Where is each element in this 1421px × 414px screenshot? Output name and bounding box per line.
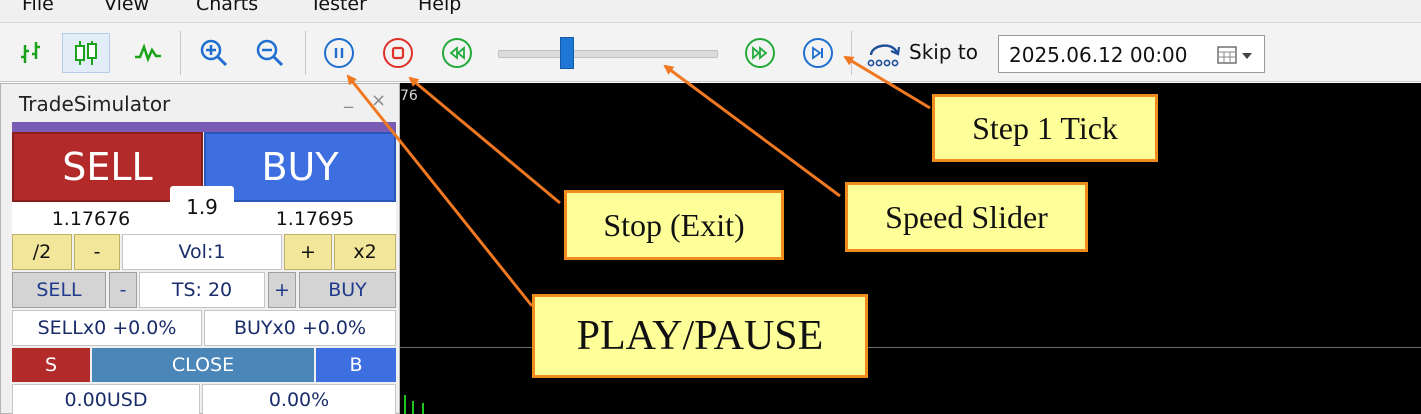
panel-title: TradeSimulator: [19, 92, 171, 116]
line-chart-icon: [135, 43, 161, 63]
callout-speed-slider: Speed Slider: [845, 182, 1088, 252]
skip-to-button[interactable]: [864, 33, 904, 73]
volume-double-button[interactable]: x2: [334, 234, 396, 270]
step-forward-icon: [803, 38, 833, 68]
close-icon[interactable]: ×: [371, 90, 387, 111]
skip-to-icon: [867, 44, 901, 67]
skip-to-date-input[interactable]: 2025.06.12 00:00: [998, 35, 1265, 73]
profit-value: 0.00USD: [12, 384, 200, 414]
menu-tester[interactable]: Tester: [310, 0, 367, 15]
volume-plus-button[interactable]: +: [284, 234, 332, 270]
buy-position-info: BUYx0 +0.0%: [204, 310, 396, 346]
sell-position-info: SELLx0 +0.0%: [12, 310, 202, 346]
fast-forward-icon: [745, 38, 775, 68]
callout-play-pause: PLAY/PAUSE: [532, 294, 868, 378]
toolbar: Skip to 2025.06.12 00:00: [0, 22, 1421, 82]
zoom-in-button[interactable]: [194, 33, 234, 73]
speed-slider-track[interactable]: [498, 50, 718, 58]
play-pause-button[interactable]: [319, 33, 359, 73]
spread-value: 1.9: [170, 186, 234, 228]
skip-to-label: Skip to: [909, 40, 978, 64]
stop-icon: [383, 38, 413, 68]
skip-to-date-value: 2025.06.12 00:00: [1009, 43, 1188, 67]
callout-step-1-tick: Step 1 Tick: [932, 94, 1158, 162]
menu-view[interactable]: View: [104, 0, 150, 15]
volume-value: Vol:1: [122, 234, 282, 270]
close-all-button[interactable]: CLOSE: [92, 348, 314, 382]
bar-chart-button[interactable]: [12, 33, 52, 73]
close-sell-button[interactable]: S: [12, 348, 90, 382]
candlestick-button[interactable]: [62, 33, 110, 73]
ts-value: TS: 20: [139, 272, 265, 308]
chart-candle: [404, 395, 406, 414]
bid-price: 1.17676: [51, 208, 131, 230]
menu-help[interactable]: Help: [418, 0, 462, 15]
zoom-out-icon: [256, 39, 284, 67]
menu-file[interactable]: File: [22, 0, 54, 15]
trade-simulator-panel: TradeSimulator _ × SELL BUY 1.9 1.17676 …: [0, 83, 400, 414]
ts-sell-button[interactable]: SELL: [12, 272, 106, 308]
chart-price-line: [400, 347, 1421, 348]
rewind-button[interactable]: [437, 33, 477, 73]
ts-minus-button[interactable]: -: [109, 272, 137, 308]
panel-header-strip: [12, 122, 396, 132]
ts-plus-button[interactable]: +: [268, 272, 296, 308]
chart-price-label: 76: [400, 88, 418, 104]
toolbar-separator: [851, 31, 852, 75]
ts-buy-button[interactable]: BUY: [299, 272, 396, 308]
ask-price: 1.17695: [275, 208, 355, 230]
fast-forward-button[interactable]: [740, 33, 780, 73]
volume-minus-button[interactable]: -: [74, 234, 120, 270]
zoom-out-button[interactable]: [250, 33, 290, 73]
rewind-icon: [442, 38, 472, 68]
zoom-in-icon: [200, 39, 228, 67]
close-buy-button[interactable]: B: [316, 348, 396, 382]
menu-bar: File View Charts Tester Help: [0, 0, 1421, 22]
stop-button[interactable]: [378, 33, 418, 73]
speed-slider-thumb[interactable]: [559, 37, 574, 69]
bar-chart-icon: [21, 42, 40, 63]
chart-candle: [412, 401, 414, 414]
callout-stop-exit: Stop (Exit): [564, 190, 784, 260]
step-forward-button[interactable]: [798, 33, 838, 73]
minimize-icon[interactable]: _: [344, 88, 353, 109]
calendar-icon[interactable]: [1217, 45, 1257, 65]
toolbar-separator: [305, 31, 306, 75]
menu-charts[interactable]: Charts: [196, 0, 259, 15]
line-chart-button[interactable]: [128, 33, 168, 73]
pause-icon: [324, 38, 354, 68]
volume-half-button[interactable]: /2: [12, 234, 72, 270]
toolbar-separator: [180, 31, 181, 75]
profit-percent: 0.00%: [202, 384, 396, 414]
chart-candle: [422, 403, 424, 414]
candlestick-icon: [75, 41, 97, 65]
